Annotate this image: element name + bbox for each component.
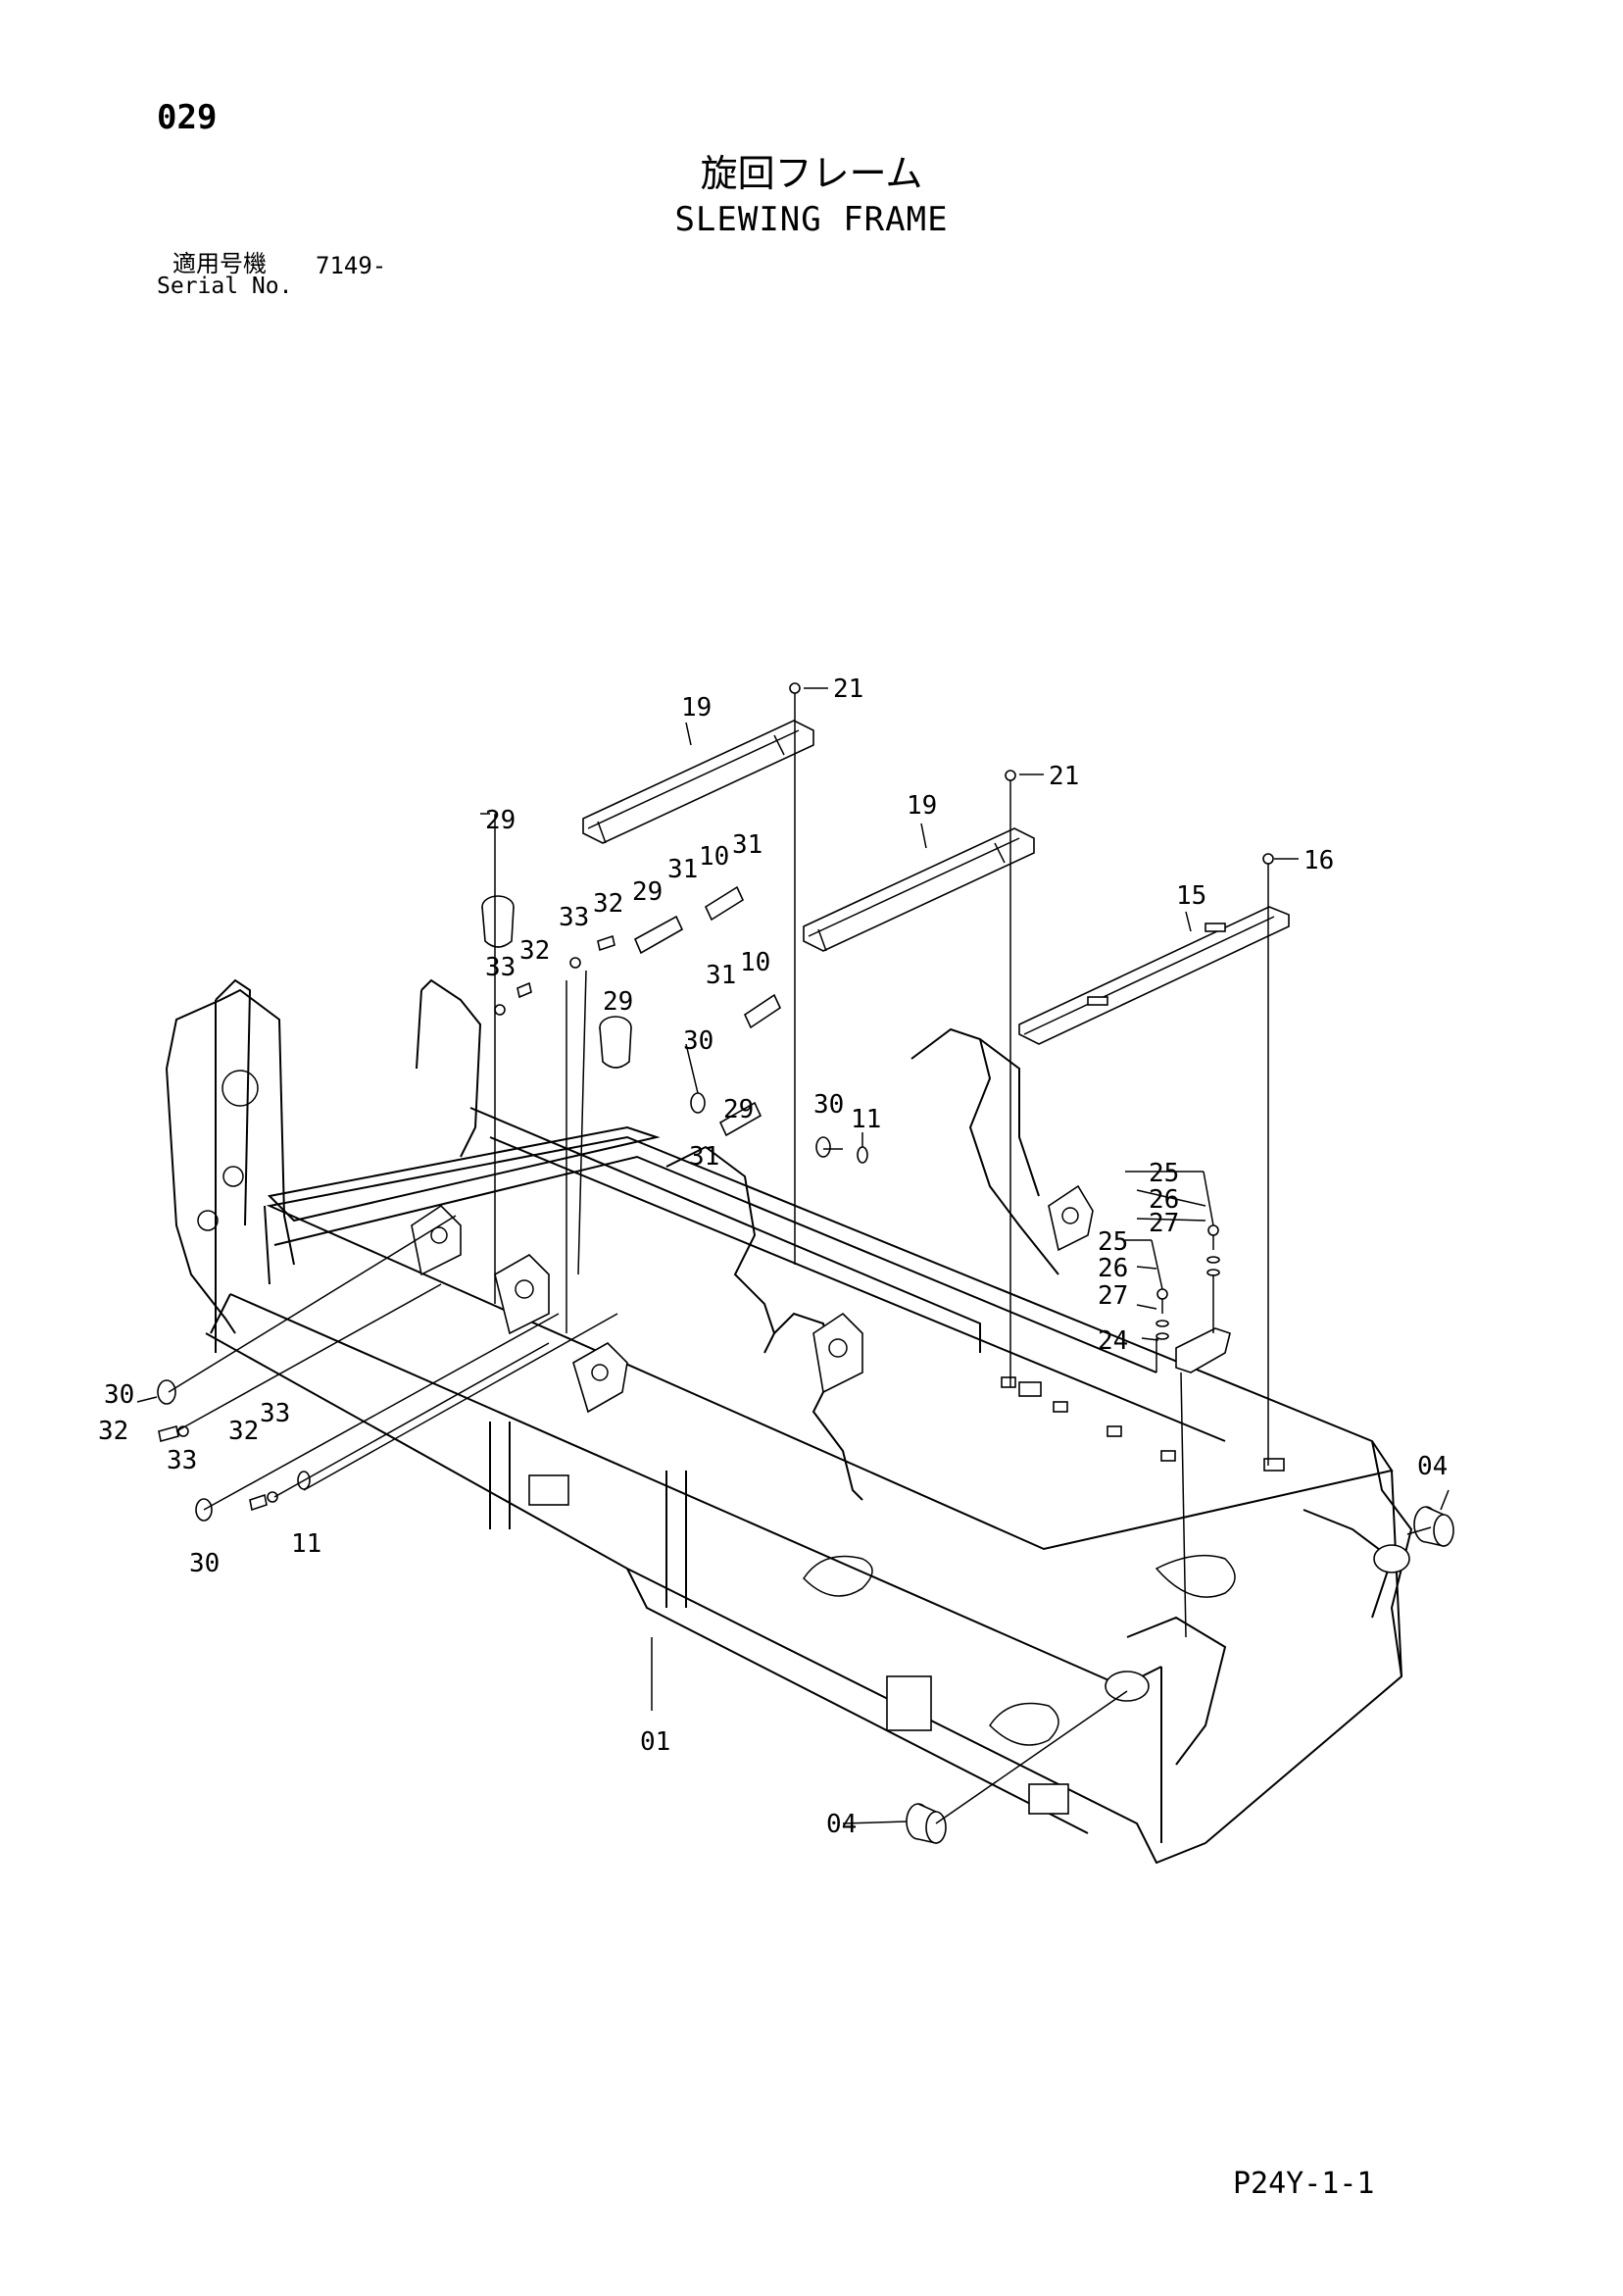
- slewing-frame-body: [166, 978, 1413, 1865]
- callout-26-upper: 26: [1149, 1185, 1179, 1215]
- callout-32-left: 32: [98, 1417, 128, 1446]
- callout-30-right: 30: [813, 1090, 844, 1120]
- serial-number-value: 7149-: [316, 252, 387, 279]
- callout-26-lower: 26: [1098, 1254, 1128, 1283]
- cover-plate-15: [1018, 906, 1290, 1045]
- page-number: 029: [157, 98, 218, 137]
- callout-31-lower: 31: [689, 1142, 719, 1172]
- callout-29-upper: 29: [632, 877, 663, 907]
- callout-04-bottom: 04: [826, 1810, 857, 1839]
- cover-plate-19-left: [582, 720, 814, 844]
- bearings-04: [906, 1506, 1454, 1844]
- callout-32-mid: 32: [519, 936, 550, 966]
- callout-30-middle: 30: [683, 1026, 713, 1056]
- callout-25-upper: 25: [1149, 1159, 1179, 1188]
- callout-32-bottom: 32: [228, 1417, 259, 1446]
- callout-31-topright: 31: [732, 830, 762, 860]
- bolts-and-hardware: [789, 682, 1274, 1373]
- callout-33-top: 33: [559, 903, 589, 932]
- callout-33-bottom: 33: [260, 1399, 290, 1428]
- cover-plate-19-right: [803, 827, 1035, 952]
- callout-29-left: 29: [485, 806, 516, 835]
- callout-27-upper: 27: [1149, 1209, 1179, 1238]
- callout-15: 15: [1176, 881, 1206, 911]
- callout-19-right: 19: [907, 791, 937, 821]
- callout-30-left: 30: [104, 1380, 134, 1410]
- callout-30-bottom: 30: [189, 1549, 220, 1578]
- footer-code: P24Y-1-1: [1233, 2167, 1375, 2201]
- callout-31-middle: 31: [706, 961, 736, 990]
- callout-11-bottom: 11: [291, 1529, 321, 1559]
- callout-25-lower: 25: [1098, 1227, 1128, 1257]
- callout-04-right: 04: [1417, 1452, 1448, 1481]
- title-english: SLEWING FRAME: [674, 200, 949, 239]
- callout-29-middle: 29: [603, 987, 633, 1017]
- pins-and-bushings: [157, 885, 868, 1522]
- callout-01: 01: [640, 1727, 670, 1757]
- serial-label-japanese: 適用号機: [172, 250, 267, 277]
- callout-31-top: 31: [667, 855, 698, 884]
- title-japanese: 旋回フレーム: [700, 152, 923, 195]
- callout-24: 24: [1098, 1326, 1128, 1356]
- serial-label-english: Serial No.: [157, 274, 293, 299]
- callout-11-right: 11: [851, 1105, 881, 1134]
- callout-labels: 01 04 04 10 10 11 11 15 16 19 19 21 21 2…: [98, 674, 1448, 1839]
- callout-10-upper: 10: [699, 842, 729, 872]
- leader-lines: [136, 687, 1450, 1824]
- callout-21-left: 21: [833, 674, 863, 704]
- callout-21-right: 21: [1049, 762, 1079, 791]
- callout-27-lower: 27: [1098, 1281, 1128, 1311]
- callout-16: 16: [1303, 846, 1334, 875]
- callout-33-left: 33: [167, 1446, 197, 1475]
- callout-32-top: 32: [593, 889, 623, 919]
- callout-10-lower: 10: [740, 948, 770, 977]
- callout-29-lower: 29: [723, 1095, 754, 1124]
- callout-33-mid: 33: [485, 953, 516, 982]
- callout-19-left: 19: [681, 693, 712, 723]
